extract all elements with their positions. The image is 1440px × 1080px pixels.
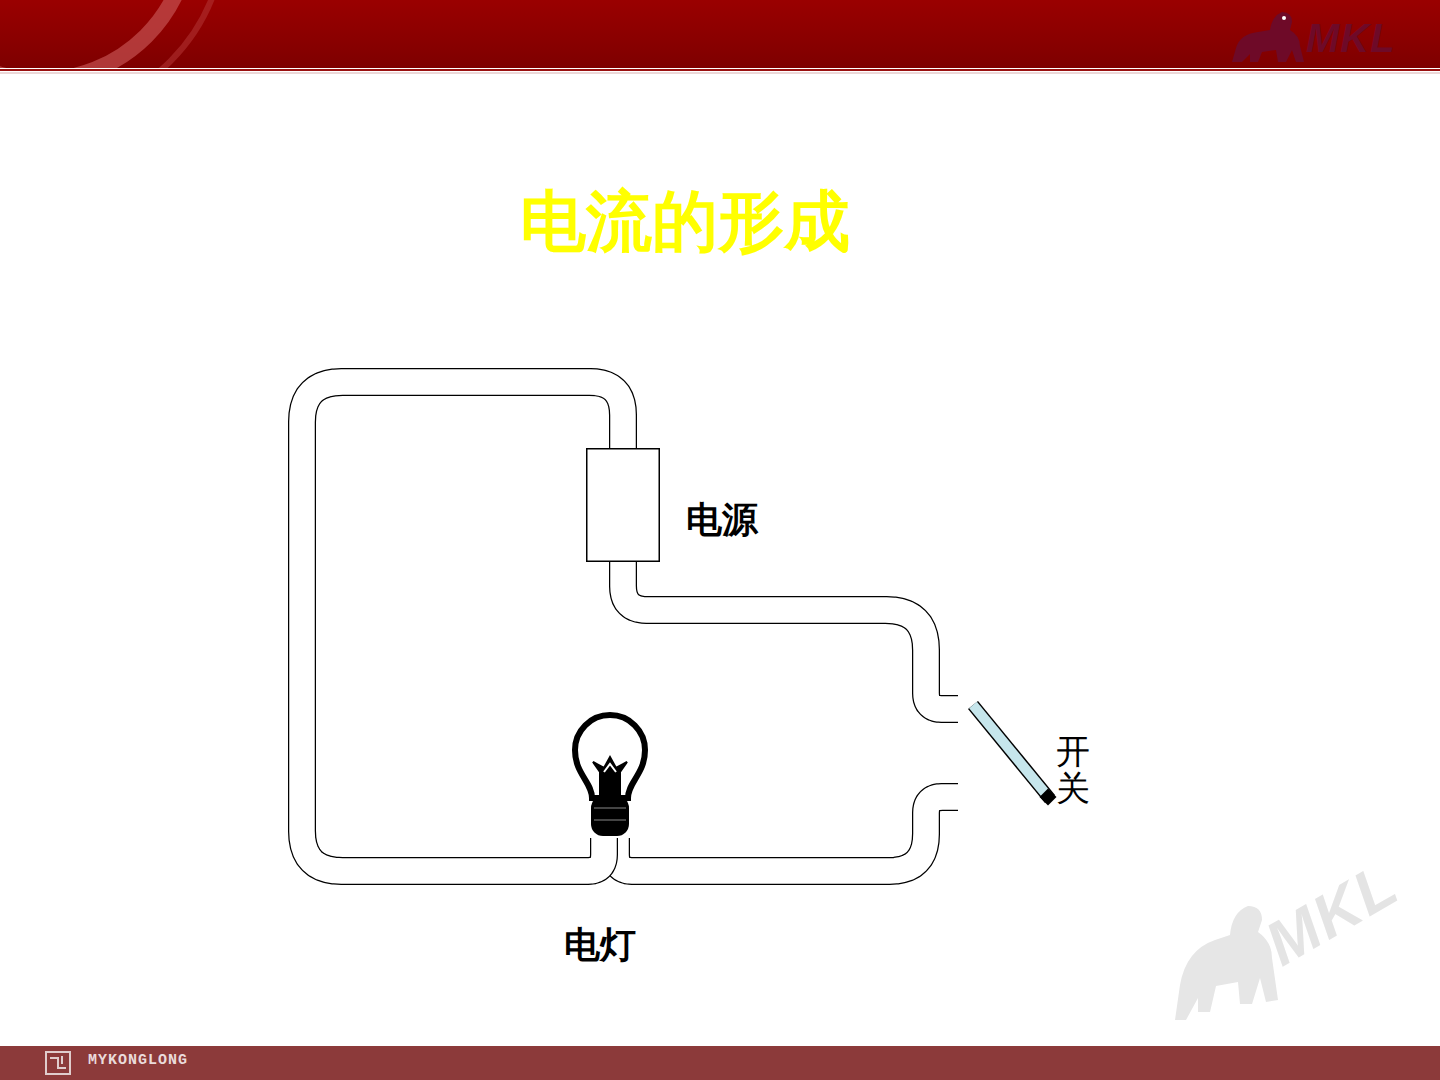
footer-bar bbox=[0, 1046, 1440, 1080]
power-source-box-outline bbox=[586, 448, 660, 562]
switch-tip bbox=[1040, 789, 1057, 806]
header-rule bbox=[0, 69, 1440, 71]
wire-inner bbox=[302, 382, 623, 871]
wire-tube bbox=[623, 562, 958, 709]
node-label: 开关 bbox=[1056, 733, 1090, 808]
wire-outer bbox=[623, 562, 958, 709]
bulb-filament bbox=[593, 757, 627, 794]
wire-inner bbox=[616, 797, 958, 871]
logo-text: MKL bbox=[1306, 16, 1396, 60]
footer-icon bbox=[46, 1052, 70, 1074]
dino-eye bbox=[1282, 16, 1286, 20]
source-box bbox=[587, 449, 660, 562]
wire-outer bbox=[616, 797, 958, 871]
header-arc bbox=[0, 0, 225, 68]
bulb-base bbox=[591, 796, 629, 836]
switch-symbol: 开关 bbox=[958, 695, 1058, 815]
wire-inner bbox=[623, 562, 958, 709]
lamp-symbol-outline bbox=[570, 712, 650, 838]
switch-blade-edge bbox=[973, 705, 1050, 799]
wire-tube bbox=[302, 382, 623, 871]
power-source-box: 电源 bbox=[586, 448, 660, 562]
header-rule bbox=[0, 73, 1440, 74]
header-bar bbox=[0, 0, 1440, 68]
switch-blade bbox=[973, 705, 1050, 799]
bulb-glass bbox=[575, 715, 645, 798]
wire-outer bbox=[302, 382, 623, 871]
wire-tube bbox=[616, 797, 958, 871]
node-label: 电源 bbox=[686, 499, 758, 540]
footer-brand: MYKONGLONG bbox=[88, 1053, 188, 1070]
bulb-base-ring bbox=[594, 808, 626, 820]
node-label: 电灯 bbox=[564, 924, 636, 965]
bulb-filament-gap bbox=[604, 764, 616, 772]
slide-title: 电流的形成 bbox=[385, 186, 985, 259]
lamp-symbol: 电灯 bbox=[570, 712, 650, 838]
switch-symbol-outline bbox=[958, 695, 1058, 815]
watermark-text: MKL bbox=[1254, 849, 1410, 978]
dino-logo bbox=[1232, 12, 1304, 62]
